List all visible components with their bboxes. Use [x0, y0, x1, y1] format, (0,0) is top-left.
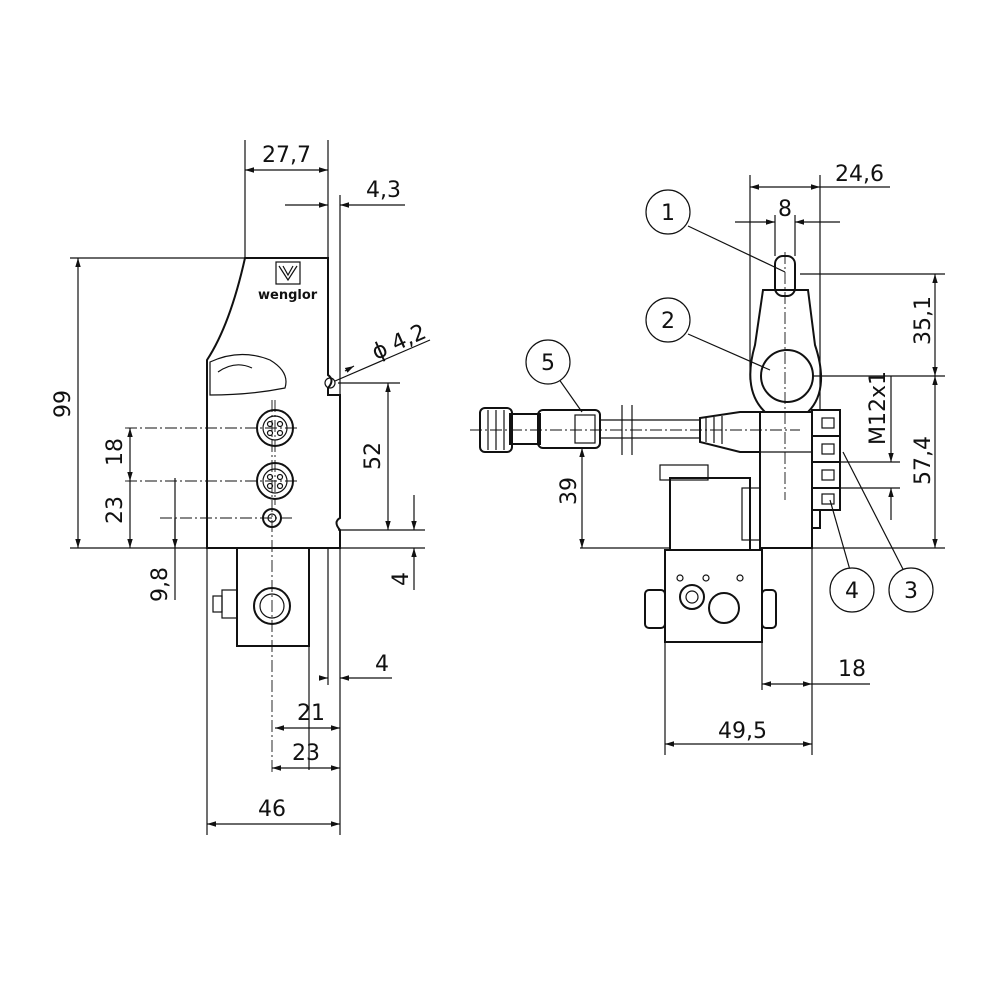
dim-width-total: 46 [258, 797, 286, 822]
callout-1: 1 [645, 189, 691, 235]
svg-text:5: 5 [541, 351, 555, 376]
svg-text:1: 1 [661, 201, 675, 226]
dim-connector-height: 39 [557, 477, 582, 505]
svg-text:3: 3 [904, 579, 918, 604]
svg-text:4: 4 [845, 579, 859, 604]
left-window [209, 353, 287, 396]
dim-right-offset: 4 [375, 652, 389, 677]
dim-width-21: 21 [297, 701, 325, 726]
callout-2: 2 [645, 297, 691, 343]
dim-width-23: 23 [292, 741, 320, 766]
dim-thread: M12x1 [866, 371, 891, 445]
callout-4: 4 [829, 567, 875, 613]
left-valve-block [212, 547, 310, 647]
left-view: wenglor [51, 140, 431, 835]
right-connectors [811, 409, 841, 529]
wenglor-logo: wenglor [258, 261, 318, 303]
dim-lower-height: 57,4 [911, 436, 936, 485]
dim-height-total: 99 [51, 390, 76, 418]
dim-lower-offset: 23 [103, 496, 128, 524]
dim-total-width: 49,5 [718, 719, 767, 744]
dim-base-offset: 9,8 [148, 567, 173, 602]
logo-text: wenglor [258, 288, 318, 303]
dim-offset-top: 4,3 [366, 178, 401, 203]
right-ring [760, 349, 814, 403]
dim-connector-spacing: 18 [103, 438, 128, 466]
dim-base-width: 18 [838, 657, 866, 682]
dim-upper-height: 35,1 [911, 296, 936, 345]
right-solenoid [659, 464, 761, 551]
dim-hole-diameter: ϕ 4,2 [368, 320, 430, 366]
right-valve-block [644, 549, 777, 643]
callout-3: 3 [888, 567, 934, 613]
dim-slot-width: 8 [778, 197, 792, 222]
callout-5: 5 [525, 339, 571, 385]
right-cable-plug [479, 405, 761, 455]
left-body-outline [206, 257, 341, 549]
dim-right-width-top: 24,6 [835, 162, 884, 187]
right-view: 1 2 3 4 5 24,6 8 35,1 M12x1 57,4 39 18 4… [470, 162, 945, 755]
dim-edge-offset: 4 [389, 572, 414, 586]
dim-width-top: 27,7 [262, 143, 311, 168]
right-main-body [759, 411, 813, 549]
svg-text:2: 2 [661, 309, 675, 334]
left-mount-hole-top [324, 377, 336, 389]
dim-hole-spacing: 52 [361, 442, 386, 470]
